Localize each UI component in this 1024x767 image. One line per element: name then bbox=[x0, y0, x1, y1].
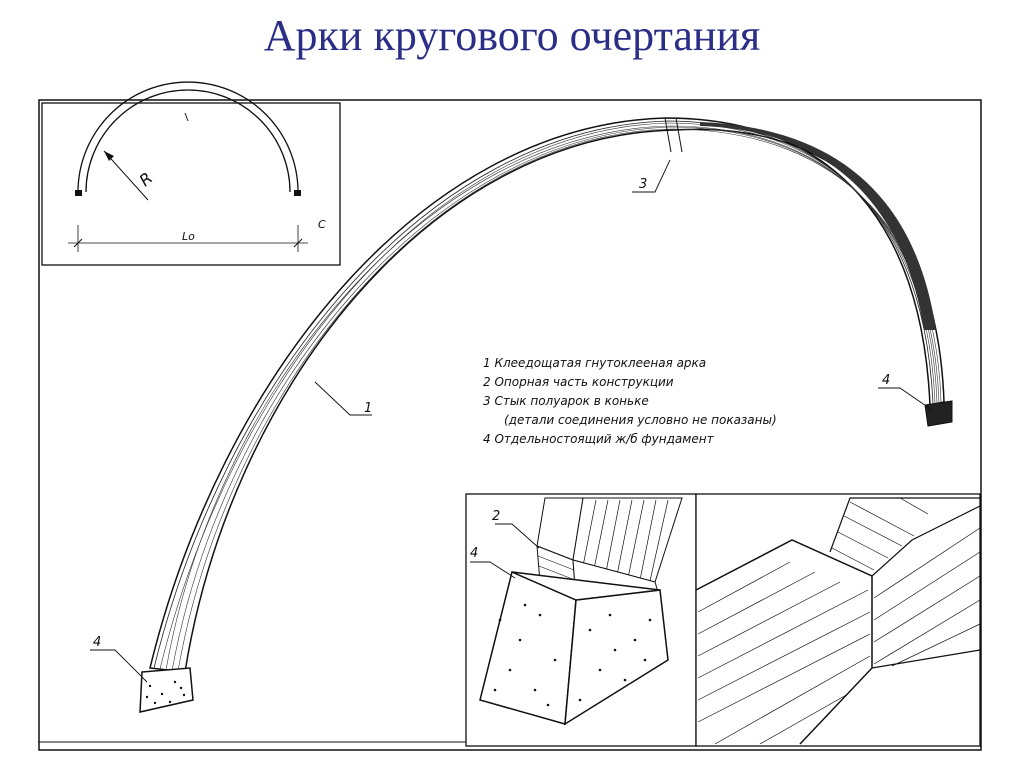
end-label: C bbox=[318, 218, 326, 231]
ridge-joint-detail bbox=[695, 493, 981, 747]
slide-title: Арки кругового очертания bbox=[263, 11, 761, 60]
right-footing bbox=[924, 400, 953, 427]
inset-schematic bbox=[41, 81, 341, 266]
leader-1 bbox=[314, 381, 372, 416]
leader-3 bbox=[632, 159, 671, 193]
callout-4-left: 4 bbox=[93, 635, 101, 650]
legend-item-4: 4 Отдельностоящий ж/б фундамент bbox=[483, 432, 715, 446]
radius-label: R bbox=[135, 168, 156, 190]
callout-4-right: 4 bbox=[882, 373, 890, 388]
leader-4-left bbox=[90, 649, 148, 683]
glulam-arch bbox=[149, 117, 945, 673]
callout-2: 2 bbox=[492, 509, 500, 524]
legend-item-2: 2 Опорная часть конструкции bbox=[483, 375, 674, 389]
left-footing bbox=[139, 667, 194, 713]
span-label: Lo bbox=[182, 230, 195, 243]
legend-item-3: 3 Стык полуарок в коньке bbox=[483, 394, 649, 408]
callout-1: 1 bbox=[364, 401, 372, 416]
legend-item-3-note: (детали соединения условно не показаны) bbox=[504, 413, 777, 427]
callout-4-detail: 4 bbox=[470, 546, 478, 561]
leader-4-right bbox=[878, 387, 933, 411]
callout-3: 3 bbox=[639, 177, 647, 192]
legend-item-1: 1 Клеедощатая гнутоклееная арка bbox=[483, 356, 706, 370]
support-detail bbox=[465, 493, 697, 747]
legend: 1 Клеедощатая гнутоклееная арка 2 Опорна… bbox=[483, 356, 777, 446]
sheet-frame bbox=[38, 99, 982, 751]
